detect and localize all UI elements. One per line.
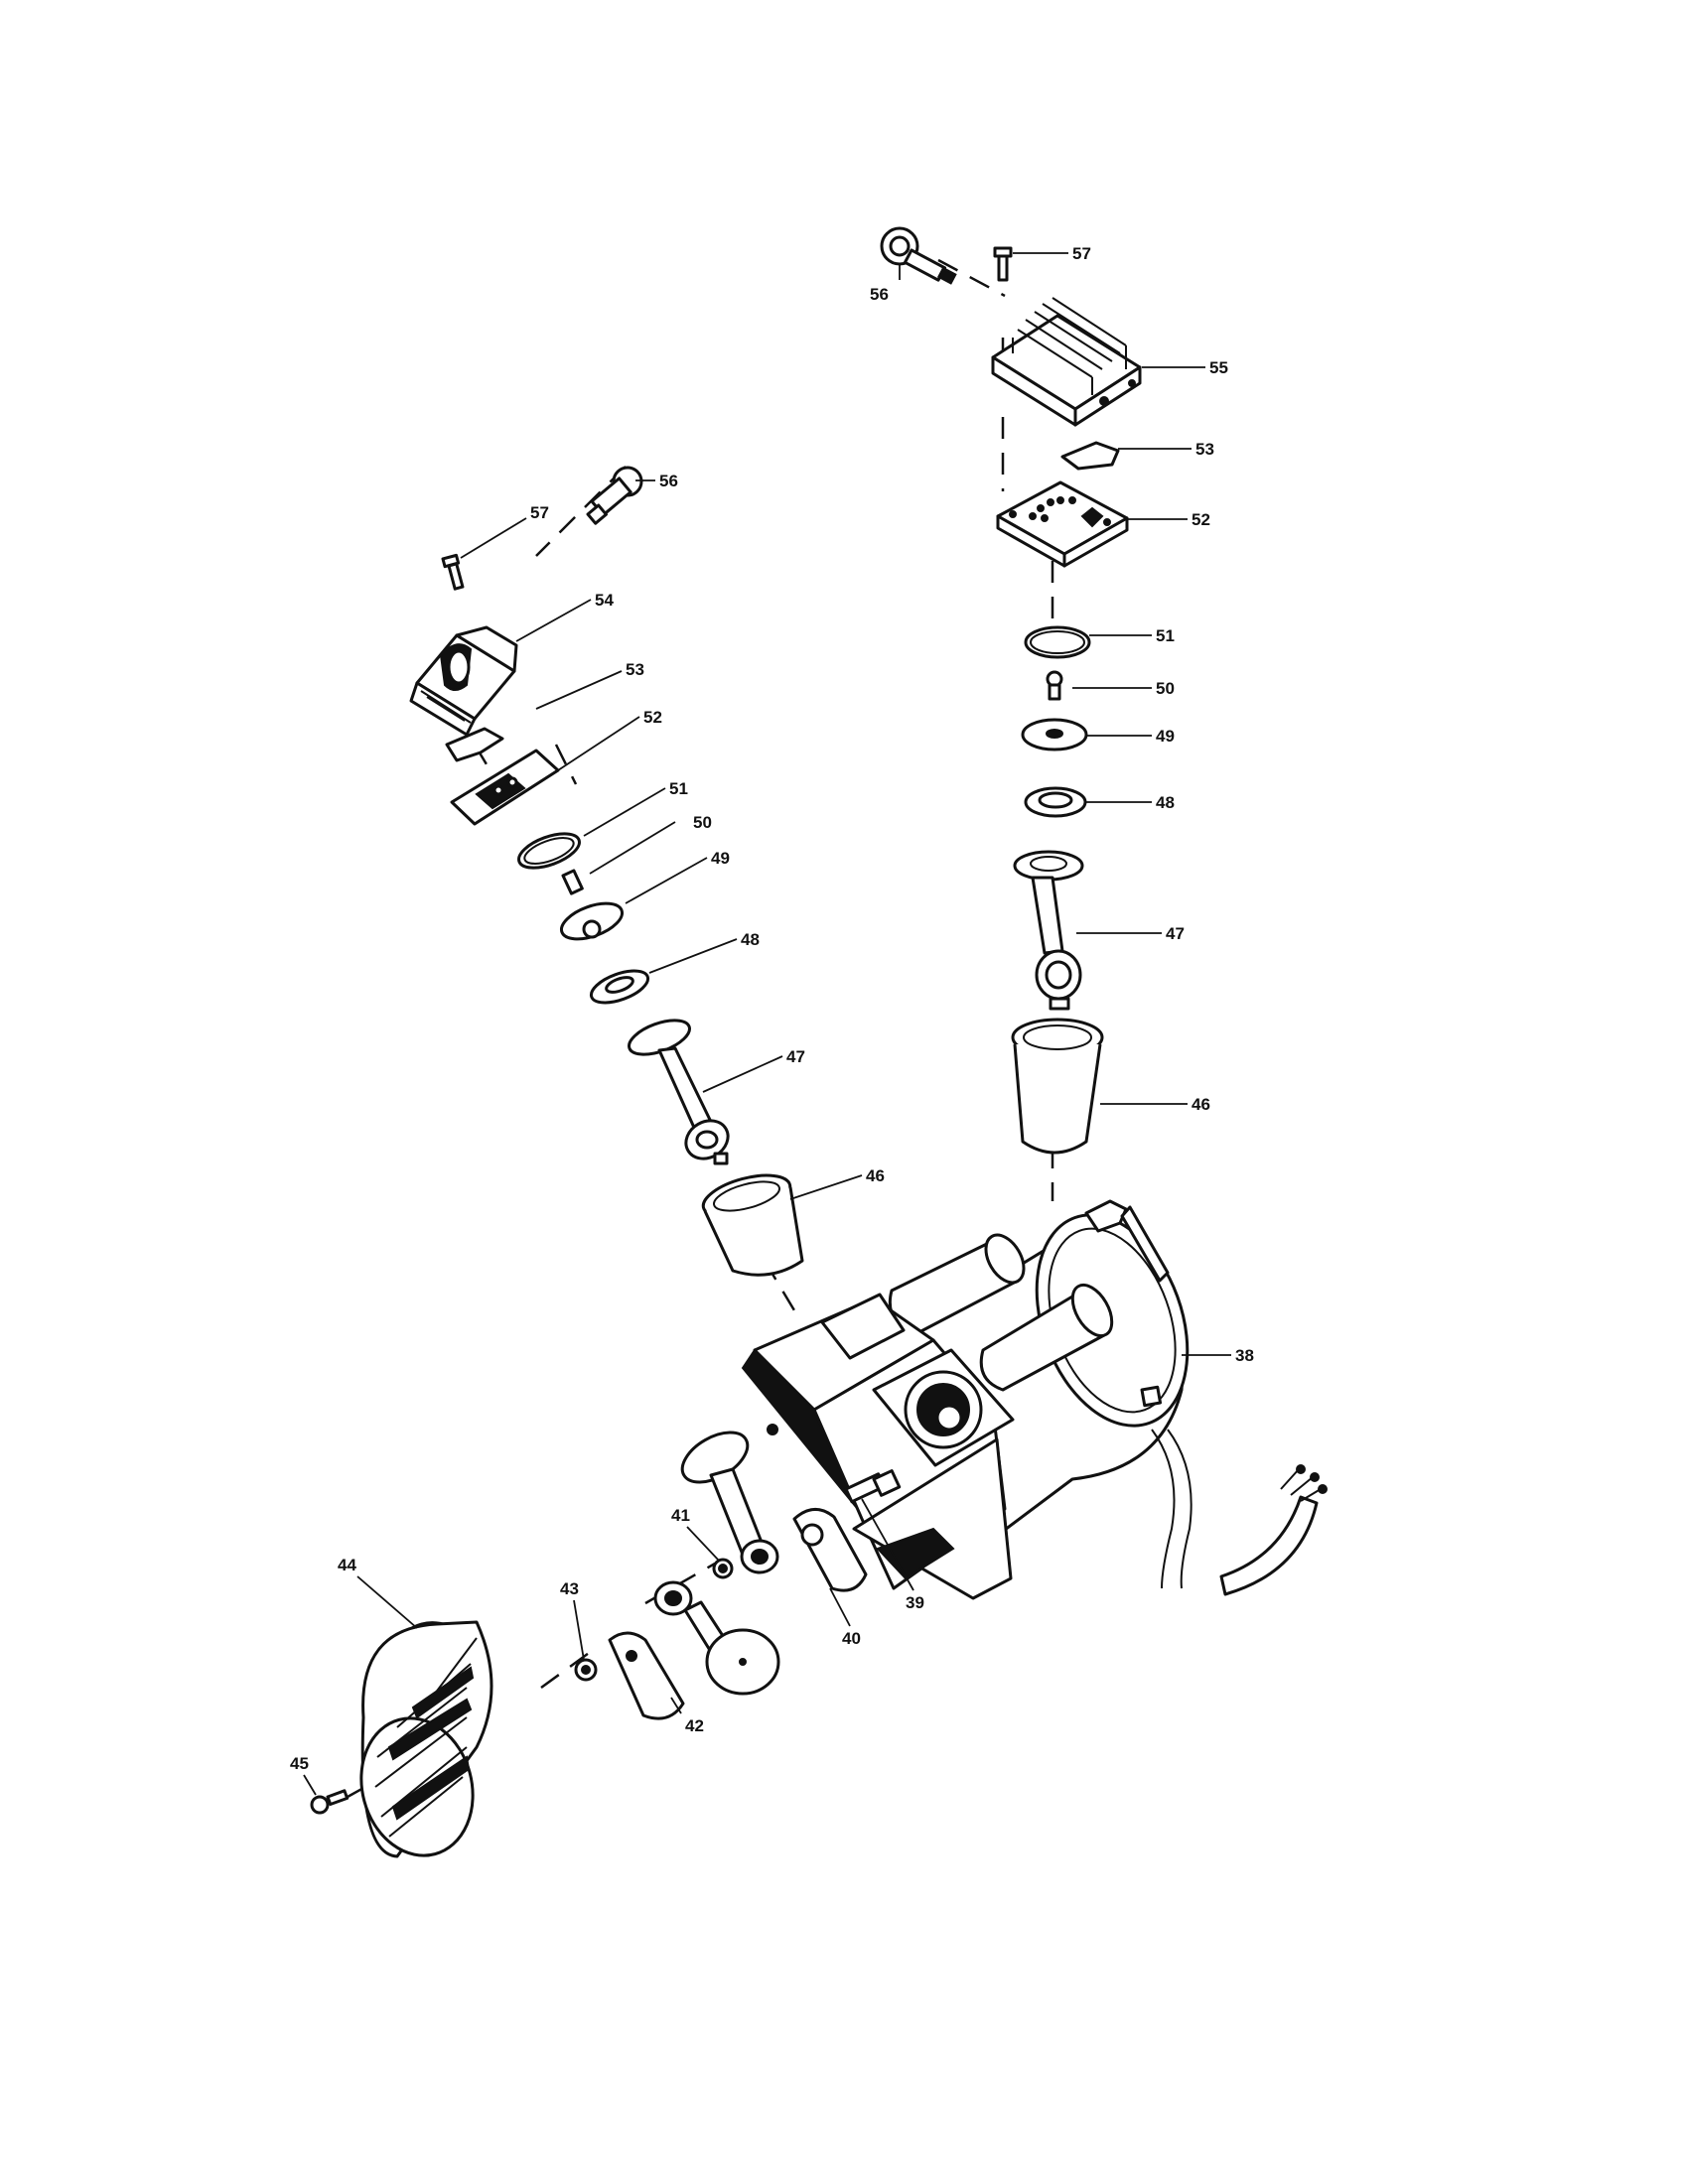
callout-44: 44 (338, 1556, 356, 1574)
callout-47-left: 47 (786, 1047, 805, 1066)
part-44-fan (359, 1620, 493, 1858)
callout-49-left: 49 (711, 849, 730, 868)
callout-46-left: 46 (866, 1166, 885, 1185)
callout-56-left: 56 (659, 472, 678, 490)
callout-38: 38 (1235, 1346, 1254, 1365)
callout-50-left: 50 (693, 813, 712, 832)
part-47-connecting-rod-left (628, 1019, 730, 1165)
part-48-washer-right (1024, 786, 1087, 818)
part-53-gasket-left (445, 727, 504, 762)
callout-42: 42 (685, 1716, 704, 1735)
callout-50-right: 50 (1156, 679, 1175, 698)
part-50-screw-left (561, 869, 584, 895)
callout-53-left: 53 (626, 660, 644, 679)
part-57-screw-right (993, 246, 1013, 282)
callout-57-left: 57 (530, 503, 549, 522)
part-52-valve-plate-right (996, 480, 1129, 568)
callout-labels: 57 56 55 53 52 51 50 49 48 47 46 56 57 5… (290, 244, 1254, 1773)
part-56-valve-right (880, 226, 957, 285)
callout-leader-lines (303, 252, 1231, 1796)
part-second-piston-rod (653, 1580, 780, 1696)
part-43-nut (574, 1658, 598, 1682)
callout-39: 39 (906, 1593, 924, 1612)
part-48-washer-left (589, 969, 650, 1005)
part-50-screw-right (1046, 670, 1063, 701)
part-55-cylinder-head-right (991, 297, 1142, 427)
callout-53-right: 53 (1195, 440, 1214, 459)
part-45-screw (310, 1789, 350, 1815)
part-54-cylinder-head-left (409, 625, 518, 737)
part-46-cylinder-sleeve-right (1011, 1018, 1104, 1155)
part-49-retainer-left (559, 901, 625, 941)
callout-43: 43 (560, 1579, 579, 1598)
callout-48-left: 48 (741, 930, 760, 949)
part-41-nut (712, 1558, 734, 1579)
part-56-valve-left (586, 466, 643, 525)
part-51-o-ring-left (517, 832, 581, 870)
callout-45: 45 (290, 1754, 309, 1773)
callout-51-right: 51 (1156, 626, 1175, 645)
callout-56-right: 56 (870, 285, 889, 304)
part-47-connecting-rod-right (1013, 850, 1084, 1011)
callout-51-left: 51 (669, 779, 688, 798)
callout-47-right: 47 (1166, 924, 1185, 943)
part-53-gasket-right (1060, 441, 1120, 471)
part-39-crankshaft (844, 1469, 902, 1504)
part-52-valve-plate-left (450, 749, 560, 826)
part-piston-rod-assembly (680, 1431, 779, 1574)
part-49-retainer-right (1021, 718, 1088, 751)
callout-52-right: 52 (1192, 510, 1210, 529)
callout-52-left: 52 (643, 708, 662, 727)
callout-40: 40 (842, 1629, 861, 1648)
part-51-o-ring-right (1024, 625, 1091, 659)
part-46-cylinder-sleeve-left (701, 1173, 804, 1277)
callout-55: 55 (1209, 358, 1228, 377)
part-40-crank-counterweight (792, 1508, 868, 1592)
callout-41: 41 (671, 1506, 690, 1525)
callout-48-right: 48 (1156, 793, 1175, 812)
part-57-screw-left (441, 553, 465, 591)
callout-54: 54 (595, 591, 614, 610)
part-42-counterweight (608, 1631, 685, 1720)
callout-57-right: 57 (1072, 244, 1091, 263)
callout-46-right: 46 (1192, 1095, 1210, 1114)
callout-49-right: 49 (1156, 727, 1175, 746)
